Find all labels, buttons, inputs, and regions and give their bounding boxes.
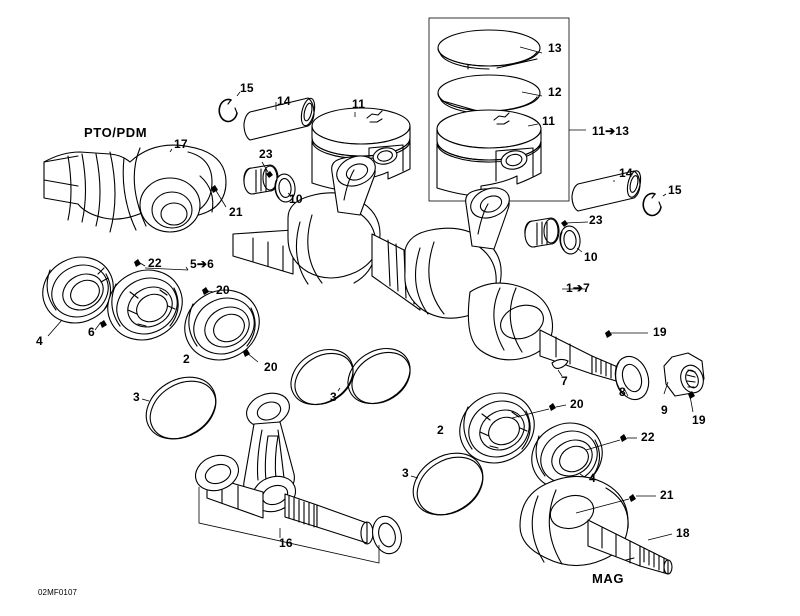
part-callout-23-right: 23	[589, 213, 603, 227]
oil-seal-4-right	[531, 422, 627, 490]
part-callout-9: 9	[661, 403, 668, 417]
part-callout-15-left: 15	[240, 81, 254, 95]
piston-ring-12	[437, 74, 541, 115]
oring-3-mid2	[347, 347, 411, 405]
part-callout-4-left: 4	[36, 334, 43, 348]
oring-3-right	[412, 452, 484, 516]
part-callout-14-left: 14	[277, 94, 291, 108]
washer-10-left	[274, 173, 296, 203]
part-callout-19-top: 19	[653, 325, 667, 339]
part-callout-13: 13	[548, 41, 562, 55]
part-callout-20-left: 20	[216, 283, 230, 297]
connecting-rod-16	[194, 392, 402, 564]
part-callout-10-left: 10	[289, 192, 303, 206]
nut-9	[663, 352, 705, 399]
oring-3-left	[145, 376, 217, 440]
part-callout-19-bottom: 19	[692, 413, 706, 427]
part-callout-11-left: 11	[352, 97, 366, 111]
part-callout-22-right: 22	[641, 430, 655, 444]
washer-10-right	[559, 225, 581, 255]
part-callout-2-left: 2	[183, 352, 190, 366]
crankshaft-assembly-1-7	[232, 155, 625, 383]
section-label-mag: MAG	[592, 571, 625, 586]
needle-bearing-23-right	[524, 217, 568, 248]
part-callout-12: 12	[548, 85, 562, 99]
part-callout-18: 18	[676, 526, 690, 540]
part-callout-3-mid: 3	[330, 390, 337, 404]
range-callout-bearing: 5➔6	[190, 257, 215, 271]
part-callout-22-left: 22	[148, 256, 162, 270]
part-callout-14-right: 14	[619, 166, 633, 180]
part-callout-17: 17	[174, 137, 188, 151]
part-callout-16: 16	[279, 536, 293, 550]
woodruff-key-7	[551, 358, 569, 369]
part-callout-21-left: 21	[229, 205, 243, 219]
part-callout-11-box: 11	[542, 114, 556, 128]
crank-half-18-mag	[519, 475, 673, 575]
range-callout-piston: 11➔13	[592, 124, 630, 138]
piston-11	[436, 109, 542, 197]
diagram-reference-code: 02MF0107	[38, 588, 78, 597]
part-callout-20-right: 20	[570, 397, 584, 411]
range-callout-crank: 1➔7	[566, 281, 591, 295]
part-callout-21-right: 21	[660, 488, 674, 502]
part-callout-23-left: 23	[259, 147, 273, 161]
needle-bearing-23-left	[243, 164, 279, 195]
part-callout-8: 8	[619, 385, 626, 399]
piston-pin-14-left	[243, 97, 316, 141]
section-label-pto-pdm: PTO/PDM	[84, 125, 148, 140]
part-callout-2-right: 2	[437, 423, 444, 437]
piston-ring-13	[437, 29, 541, 70]
part-callout-10-right: 10	[584, 250, 598, 264]
part-callout-15-right: 15	[668, 183, 682, 197]
washer-8	[614, 355, 650, 401]
part-callout-7: 7	[561, 374, 568, 388]
part-callout-6: 6	[88, 325, 95, 339]
oil-seal-4-left	[42, 256, 114, 324]
part-callout-4-right: 4	[589, 471, 596, 485]
crank-half-17-pto	[43, 144, 227, 233]
ball-bearing-5-6-left	[100, 259, 183, 341]
part-callout-20-left2: 20	[264, 360, 278, 374]
circlip-15-right	[642, 192, 662, 217]
piston-group-box	[428, 17, 586, 202]
part-callout-3-left: 3	[133, 390, 140, 404]
circlip-15-left	[218, 98, 238, 123]
ball-bearing-2-right	[459, 392, 556, 464]
ball-bearing-2-left	[184, 287, 260, 361]
piston-pin-14-right	[571, 170, 642, 212]
part-callout-3-right: 3	[402, 466, 409, 480]
oring-3-mid	[290, 348, 354, 406]
